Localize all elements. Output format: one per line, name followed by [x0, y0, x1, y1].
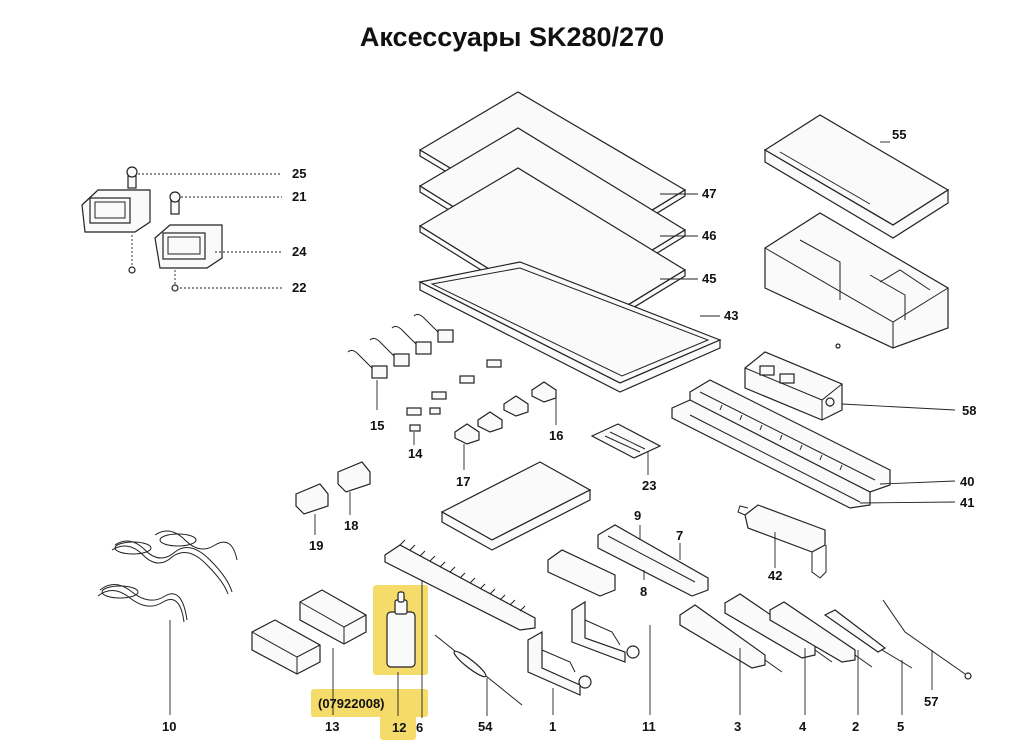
callout-42: 42 [768, 568, 782, 583]
part-58 [744, 343, 843, 421]
part-18 [337, 461, 371, 493]
case-55 [763, 114, 950, 349]
callout-5: 5 [897, 719, 904, 734]
callout-47: 47 [702, 186, 716, 201]
callout-3: 3 [734, 719, 741, 734]
part-25-24-assembly [81, 166, 223, 292]
callout-13: 13 [325, 719, 339, 734]
callout-1: 1 [549, 719, 556, 734]
part-12-oil-bottle [386, 591, 416, 668]
part-7-8-9 [547, 524, 709, 597]
callout-41: 41 [960, 495, 974, 510]
part-11-clamp [571, 600, 640, 663]
callout-45: 45 [702, 271, 716, 286]
callout-16: 16 [549, 428, 563, 443]
part-19 [295, 483, 329, 515]
callout-43: 43 [724, 308, 738, 323]
part-5-tool [823, 609, 913, 669]
callout-14: 14 [408, 446, 423, 461]
part-6-comb [384, 539, 536, 631]
part-15 [347, 313, 454, 379]
callout-54: 54 [478, 719, 493, 734]
callout-55: 55 [892, 127, 906, 142]
callout-6: 6 [416, 720, 423, 735]
callout-46: 46 [702, 228, 716, 243]
callout-10: 10 [162, 719, 176, 734]
ruler-40-41 [671, 379, 891, 509]
callout-58: 58 [962, 403, 976, 418]
callout-18: 18 [344, 518, 358, 533]
callout-7: 7 [676, 528, 683, 543]
callout-24: 24 [292, 244, 307, 259]
part-42 [737, 504, 827, 579]
sheets-stack [418, 91, 722, 393]
part-code-highlight [311, 689, 428, 717]
part-13-boxes [251, 589, 367, 675]
envelope-sheet [440, 461, 592, 551]
part-16 [503, 381, 557, 417]
callout-17: 17 [456, 474, 470, 489]
callout-9: 9 [634, 508, 641, 523]
page-title: Аксессуары SK280/270 [359, 22, 665, 52]
part-3-tool [679, 604, 783, 673]
callout-19: 19 [309, 538, 323, 553]
callout-11: 11 [642, 719, 656, 734]
callout-8: 8 [640, 584, 647, 599]
callout-15: 15 [370, 418, 384, 433]
part-1-clamp [527, 630, 592, 696]
callout-2: 2 [852, 719, 859, 734]
part-57-tool [882, 599, 972, 680]
callout-21: 21 [292, 189, 306, 204]
callout-57: 57 [924, 694, 938, 709]
callout-22: 22 [292, 280, 306, 295]
part-4-tool [724, 593, 833, 663]
part-17 [454, 411, 503, 445]
part-10-cords [97, 530, 238, 623]
part-code-label: (07922008) [318, 696, 385, 711]
callout-12: 12 [392, 720, 406, 735]
part-14 [406, 359, 502, 432]
callout-23: 23 [642, 478, 656, 493]
callout-4: 4 [799, 719, 807, 734]
callout-12-highlight [380, 715, 416, 740]
part-54-tool [434, 634, 523, 706]
callout-25: 25 [292, 166, 306, 181]
part-23 [590, 423, 662, 459]
callout-40: 40 [960, 474, 974, 489]
